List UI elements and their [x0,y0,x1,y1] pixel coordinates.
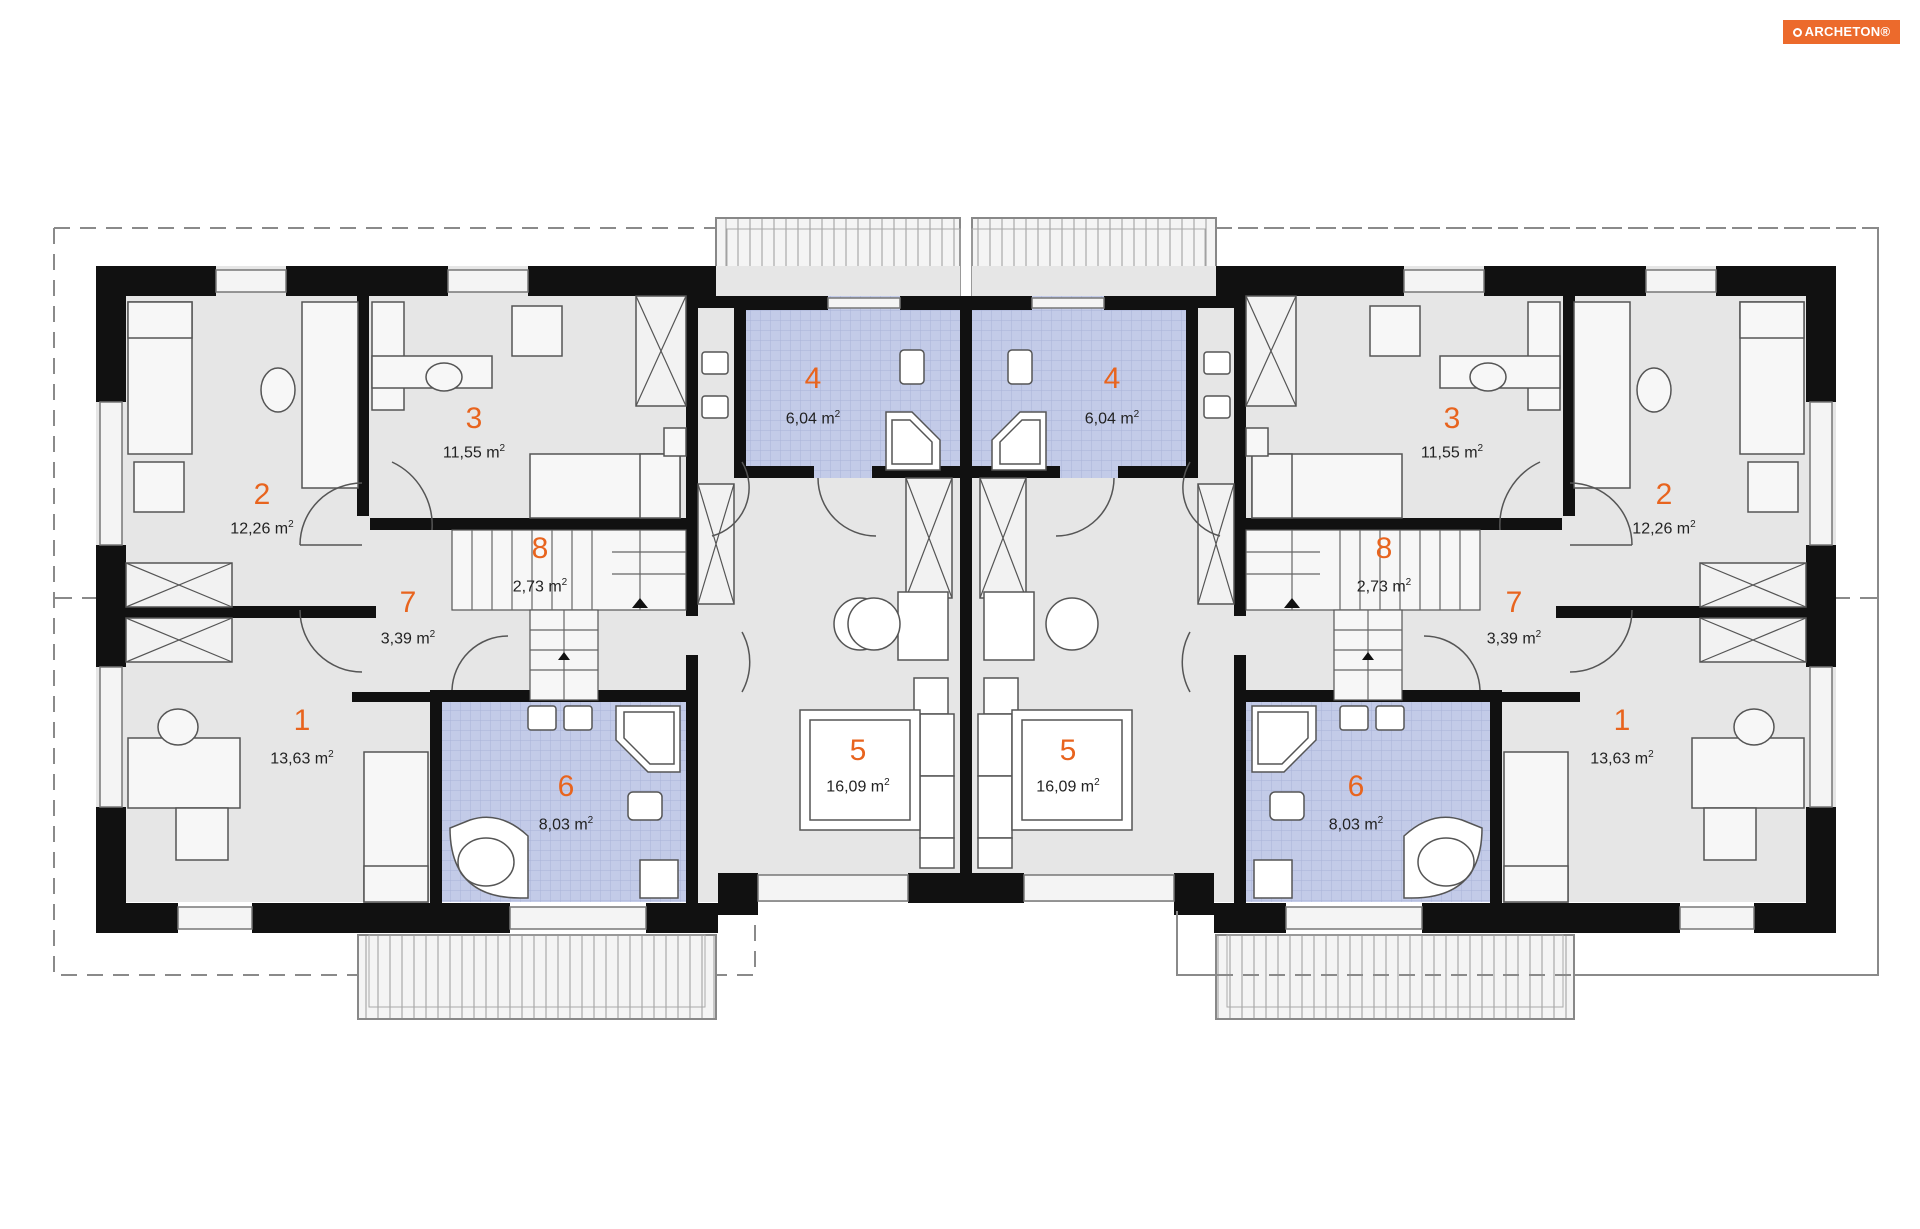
room-area-r2: 12,26 m2 [1632,519,1696,538]
room-number-r6: 6 [1347,770,1365,803]
room-number-l1: 1 [293,704,311,737]
room-number-r1: 1 [1613,704,1631,737]
room-number-l5: 5 [849,734,867,767]
room-area-r6: 8,03 m2 [1328,815,1384,834]
room-area-r5: 16,09 m2 [1036,777,1100,796]
unit-left [53,217,1085,1020]
room-area-l8: 2,73 m2 [512,577,568,596]
room-area-r4: 6,04 m2 [1084,409,1140,428]
room-area-l3: 11,55 m2 [442,443,506,462]
room-area-l7: 3,39 m2 [380,629,436,648]
room-area-r3: 11,55 m2 [1420,443,1484,462]
room-number-r8: 8 [1375,532,1393,565]
room-area-l6: 8,03 m2 [538,815,594,834]
unit-right [847,217,1879,1020]
logo-ring-icon [1792,28,1802,37]
room-number-l2: 2 [253,478,271,511]
room-number-l4: 4 [804,362,822,395]
room-area-l5: 16,09 m2 [826,777,890,796]
logo-registered-mark: ® [1880,24,1891,39]
room-number-l6: 6 [557,770,575,803]
room-number-r3: 3 [1443,402,1461,435]
logo-text: ARCHETON [1804,24,1881,39]
room-area-r1: 13,63 m2 [1590,749,1654,768]
room-number-l8: 8 [531,532,549,565]
room-number-r2: 2 [1655,478,1673,511]
room-number-l7: 7 [399,586,417,619]
room-area-l1: 13,63 m2 [270,749,334,768]
room-number-r4: 4 [1103,362,1121,395]
room-area-l4: 6,04 m2 [785,409,841,428]
room-area-r8: 2,73 m2 [1356,577,1412,596]
room-area-r7: 3,39 m2 [1486,629,1542,648]
room-area-l2: 12,26 m2 [230,519,294,538]
room-number-l3: 3 [465,402,483,435]
room-number-r7: 7 [1505,586,1523,619]
archeton-logo: ARCHETON® [1783,20,1900,44]
room-number-r5: 5 [1059,734,1077,767]
